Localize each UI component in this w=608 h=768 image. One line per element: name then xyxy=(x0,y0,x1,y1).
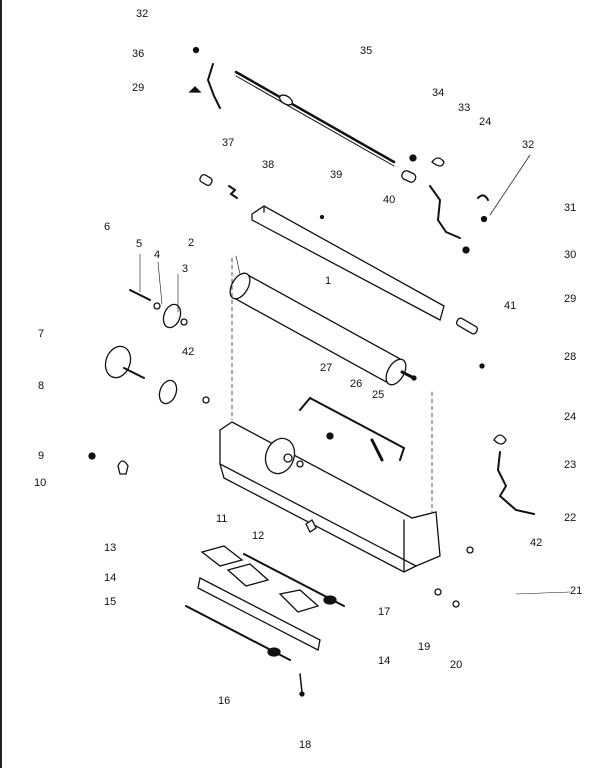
callout-label: 35 xyxy=(360,45,373,57)
callout-label: 30 xyxy=(564,249,577,261)
platen-roller xyxy=(229,272,417,386)
callout-label: 20 xyxy=(450,659,463,671)
callout-label: 6 xyxy=(104,221,111,233)
callout-label: 16 xyxy=(218,695,231,707)
callout-label: 8 xyxy=(38,380,45,392)
callout-label: 4 xyxy=(154,249,161,261)
cover-plate xyxy=(251,205,445,321)
callout-label: 3 xyxy=(182,263,189,275)
callout-label: 18 xyxy=(299,739,312,751)
callout-label: 13 xyxy=(104,542,117,554)
callout-label: 23 xyxy=(564,459,577,471)
upper-shaft xyxy=(234,70,396,167)
right-shaft-end xyxy=(455,317,485,369)
callout-label: 42 xyxy=(530,537,543,549)
callout-label: 32 xyxy=(136,8,149,20)
callout-label: 37 xyxy=(222,137,235,149)
upper-left-bracket xyxy=(188,46,221,109)
callout-label: 15 xyxy=(104,596,117,608)
callout-label: 2 xyxy=(188,237,195,249)
callout-label: 1 xyxy=(325,275,332,287)
left-gear-assembly xyxy=(88,289,210,475)
callout-label: 33 xyxy=(458,102,471,114)
callout-label: 41 xyxy=(504,300,517,312)
upper-right-parts xyxy=(401,154,531,254)
page-left-edge xyxy=(0,0,2,768)
callout-label: 21 xyxy=(570,585,583,597)
callout-label: 28 xyxy=(564,351,577,363)
callout-label: 22 xyxy=(564,512,577,524)
callout-label: 29 xyxy=(564,293,577,305)
callout-label: 32 xyxy=(522,139,535,151)
callout-label: 42 xyxy=(182,346,195,358)
callout-label: 17 xyxy=(378,606,391,618)
feed-assembly xyxy=(185,519,345,697)
callout-label: 40 xyxy=(383,194,396,206)
callout-label: 27 xyxy=(320,362,333,374)
callout-label: 5 xyxy=(136,238,143,250)
callout-label: 24 xyxy=(479,116,492,128)
callout-label: 19 xyxy=(418,641,431,653)
callout-label: 34 xyxy=(432,87,445,99)
leader-lines xyxy=(139,253,571,595)
callout-label: 24 xyxy=(564,411,577,423)
callout-label: 39 xyxy=(330,169,343,181)
right-lever xyxy=(434,434,535,608)
callout-label: 11 xyxy=(216,513,228,525)
callout-label: 14 xyxy=(104,572,117,584)
callout-label: 31 xyxy=(564,202,577,214)
callout-label: 10 xyxy=(34,477,47,489)
callout-label: 12 xyxy=(252,530,265,542)
callout-label: 29 xyxy=(132,82,145,94)
motor xyxy=(264,437,304,475)
callout-label: 14 xyxy=(378,655,391,667)
callout-label: 26 xyxy=(350,378,363,390)
callout-label: 25 xyxy=(372,389,385,401)
callout-label: 38 xyxy=(262,159,275,171)
guide-rod xyxy=(299,396,406,462)
callout-label: 9 xyxy=(38,450,45,462)
small-upper-parts xyxy=(199,173,238,199)
chassis-frame xyxy=(219,421,441,573)
callout-label: 7 xyxy=(38,328,45,340)
callout-label: 36 xyxy=(132,48,145,60)
